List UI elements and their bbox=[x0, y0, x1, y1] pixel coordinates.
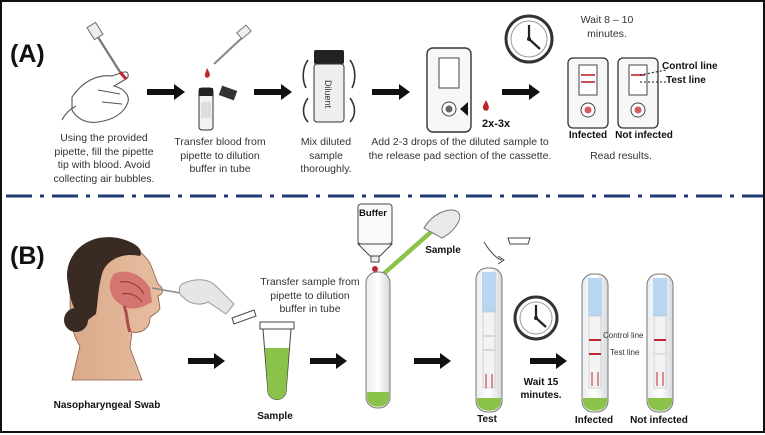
clock-icon bbox=[513, 295, 559, 341]
mix-tube-icon: Diluent bbox=[302, 50, 356, 123]
step-mix-text: Mix diluted sample thoroughly. bbox=[300, 136, 352, 176]
transfer-sample-text: Transfer sample from pipette to dilution… bbox=[260, 276, 360, 316]
infected-caption-b: Infected bbox=[574, 415, 614, 426]
result-tube-infected bbox=[581, 273, 609, 413]
arrow-right-icon bbox=[502, 84, 540, 100]
infected-label: Infected bbox=[568, 130, 608, 141]
wait-15-text: Wait 15 minutes. bbox=[520, 377, 562, 401]
test-line-label-b: Test line bbox=[610, 348, 640, 357]
not-infected-label: Not infected bbox=[615, 130, 673, 141]
wait-time-text: Wait 8 – 10 minutes. bbox=[580, 14, 634, 40]
swab-caption: Nasopharyngeal Swab bbox=[53, 400, 161, 411]
control-line-label: Control line bbox=[662, 61, 718, 72]
test-tube bbox=[475, 237, 531, 413]
step-add-drops-text: Add 2-3 drops of the diluted sample to t… bbox=[368, 136, 552, 162]
swab-stick bbox=[378, 209, 461, 279]
not-infected-caption-b: Not infected bbox=[630, 415, 688, 426]
control-line-label-b: Control line bbox=[603, 331, 644, 340]
buffer-label: Buffer bbox=[359, 208, 387, 219]
hand-pipette-icon bbox=[61, 21, 129, 123]
arrow-right-icon bbox=[254, 84, 292, 100]
clock-icon bbox=[504, 14, 554, 64]
sample-microtube bbox=[231, 309, 295, 400]
panel-a-tag: (A) bbox=[10, 40, 45, 68]
dilution-tube-tall bbox=[365, 271, 391, 409]
swab-sample-label: Sample bbox=[425, 245, 461, 256]
test-line-label: Test line bbox=[666, 75, 706, 86]
step-fill-pipette-text: Using the provided pipette, fill the pip… bbox=[53, 132, 155, 185]
step-transfer-blood-text: Transfer blood from pipette to dilution … bbox=[174, 136, 266, 176]
arrow-right-icon bbox=[188, 353, 225, 369]
read-results-text: Read results. bbox=[590, 150, 652, 162]
dilution-tube-icon bbox=[198, 24, 252, 131]
panel-b-tag: (B) bbox=[10, 242, 45, 270]
test-cassette: 2x-3x bbox=[426, 47, 511, 133]
arrow-right-icon bbox=[372, 84, 410, 100]
arrow-right-icon bbox=[414, 353, 451, 369]
buffer-dropper bbox=[356, 203, 394, 272]
drops-count: 2x-3x bbox=[482, 118, 511, 130]
result-cassette-not-infected bbox=[617, 57, 667, 129]
arrow-right-icon bbox=[530, 353, 567, 369]
result-tube-not-infected bbox=[646, 273, 674, 413]
gloved-hand-swab-icon bbox=[151, 279, 235, 315]
tube-cap-icon bbox=[507, 237, 531, 245]
result-cassette-infected bbox=[567, 57, 609, 129]
test-caption: Test bbox=[477, 414, 497, 425]
patient-profile-illustration bbox=[64, 237, 163, 381]
sample-tube-caption: Sample bbox=[257, 411, 293, 422]
arrow-right-icon bbox=[147, 84, 185, 100]
diluent-label: Diluent bbox=[323, 80, 333, 109]
arrow-right-icon bbox=[310, 353, 347, 369]
blood-drop-icon bbox=[482, 100, 489, 111]
